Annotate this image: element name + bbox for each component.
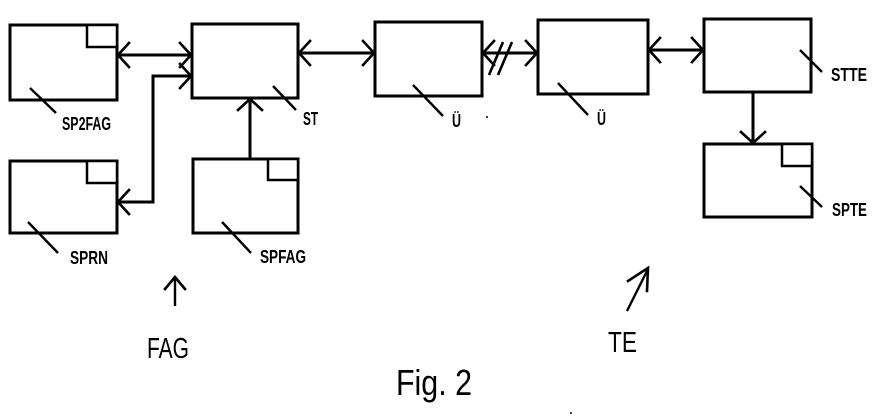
sprn-label: SPRN [70, 248, 108, 268]
u1-box [375, 22, 482, 96]
scan-speck [486, 116, 488, 118]
st-label: ST [303, 109, 318, 129]
block-sprn: SPRN [10, 161, 117, 268]
block-st: ST [192, 24, 318, 129]
connection-st-u1 [298, 41, 375, 65]
block-spfag: SPFAG [193, 159, 306, 267]
spte-label: SPTE [832, 200, 867, 220]
memory-notch-icon [87, 161, 117, 183]
fag-group-label: FAG [147, 333, 189, 365]
block-u2: Ü [538, 20, 648, 129]
memory-notch-icon [87, 25, 117, 47]
stte-label: STTE [831, 65, 867, 85]
connection-st-sprn [117, 64, 192, 214]
sp2fag-label: SP2FAG [62, 114, 111, 134]
block-u1: Ü [375, 22, 482, 131]
block-sp2fag: SP2FAG [10, 25, 117, 134]
connection-stte-spte [741, 92, 765, 144]
group-te: TE [608, 268, 648, 359]
group-fag: FAG [147, 277, 189, 365]
connector-line [117, 76, 192, 202]
memory-notch-icon [782, 144, 812, 166]
memory-notch-icon [268, 159, 298, 180]
st-box [192, 24, 298, 98]
u2-box [538, 20, 648, 94]
connection-u2-stte [648, 38, 704, 62]
connection-spfag-st [238, 98, 262, 159]
scan-speck [570, 412, 572, 414]
connection-u1-u2 [482, 41, 538, 75]
block-stte: STTE [704, 19, 867, 92]
stte-box [704, 19, 811, 92]
te-group-label: TE [608, 327, 637, 359]
u2-label: Ü [597, 109, 606, 129]
figure-caption: Fig. 2 [396, 362, 472, 403]
spfag-label: SPFAG [260, 247, 306, 267]
block-spte: SPTE [704, 144, 867, 220]
u1-label: Ü [452, 111, 461, 131]
